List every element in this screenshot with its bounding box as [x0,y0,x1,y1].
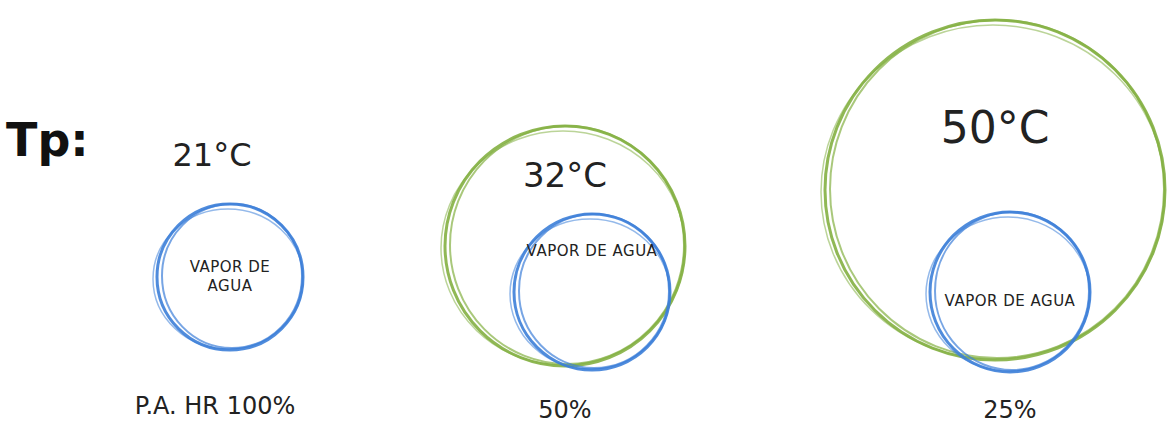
temperature-heading: Tp: [6,113,89,167]
circle-outline [823,18,1167,362]
vapor-circle: VAPOR DE AGUA [512,212,672,372]
humidity-label: P.A. HR 100% [135,392,296,420]
vapor-text: VAPOR DE AGUA [512,242,672,261]
circle-stroke [825,20,1165,360]
circle-stroke [153,209,303,349]
humidity-label: 25% [983,396,1036,424]
temperature-label: 50°C [823,100,1167,155]
vapor-text: VAPOR DE AGUA [928,292,1092,311]
circle-outline [512,212,672,372]
humidity-label: 50% [538,396,591,424]
vapor-circle: VAPOR DE AGUA [155,202,305,352]
circle-stroke [821,25,1165,359]
air-circle: 32°C VAPOR DE AGUA [443,124,687,368]
temperature-label: 21°C [172,136,251,174]
circle-stroke [830,20,1164,358]
circle-stroke [510,219,670,369]
vapor-text: VAPOR DE AGUA [188,258,272,296]
vapor-circle: VAPOR DE AGUA [928,210,1092,374]
circle-stroke [519,214,669,368]
temperature-label: 32°C [443,154,687,197]
circle-stroke [935,212,1089,370]
circle-stroke [162,204,302,348]
air-circle: 50°C VAPOR DE AGUA [823,18,1167,362]
